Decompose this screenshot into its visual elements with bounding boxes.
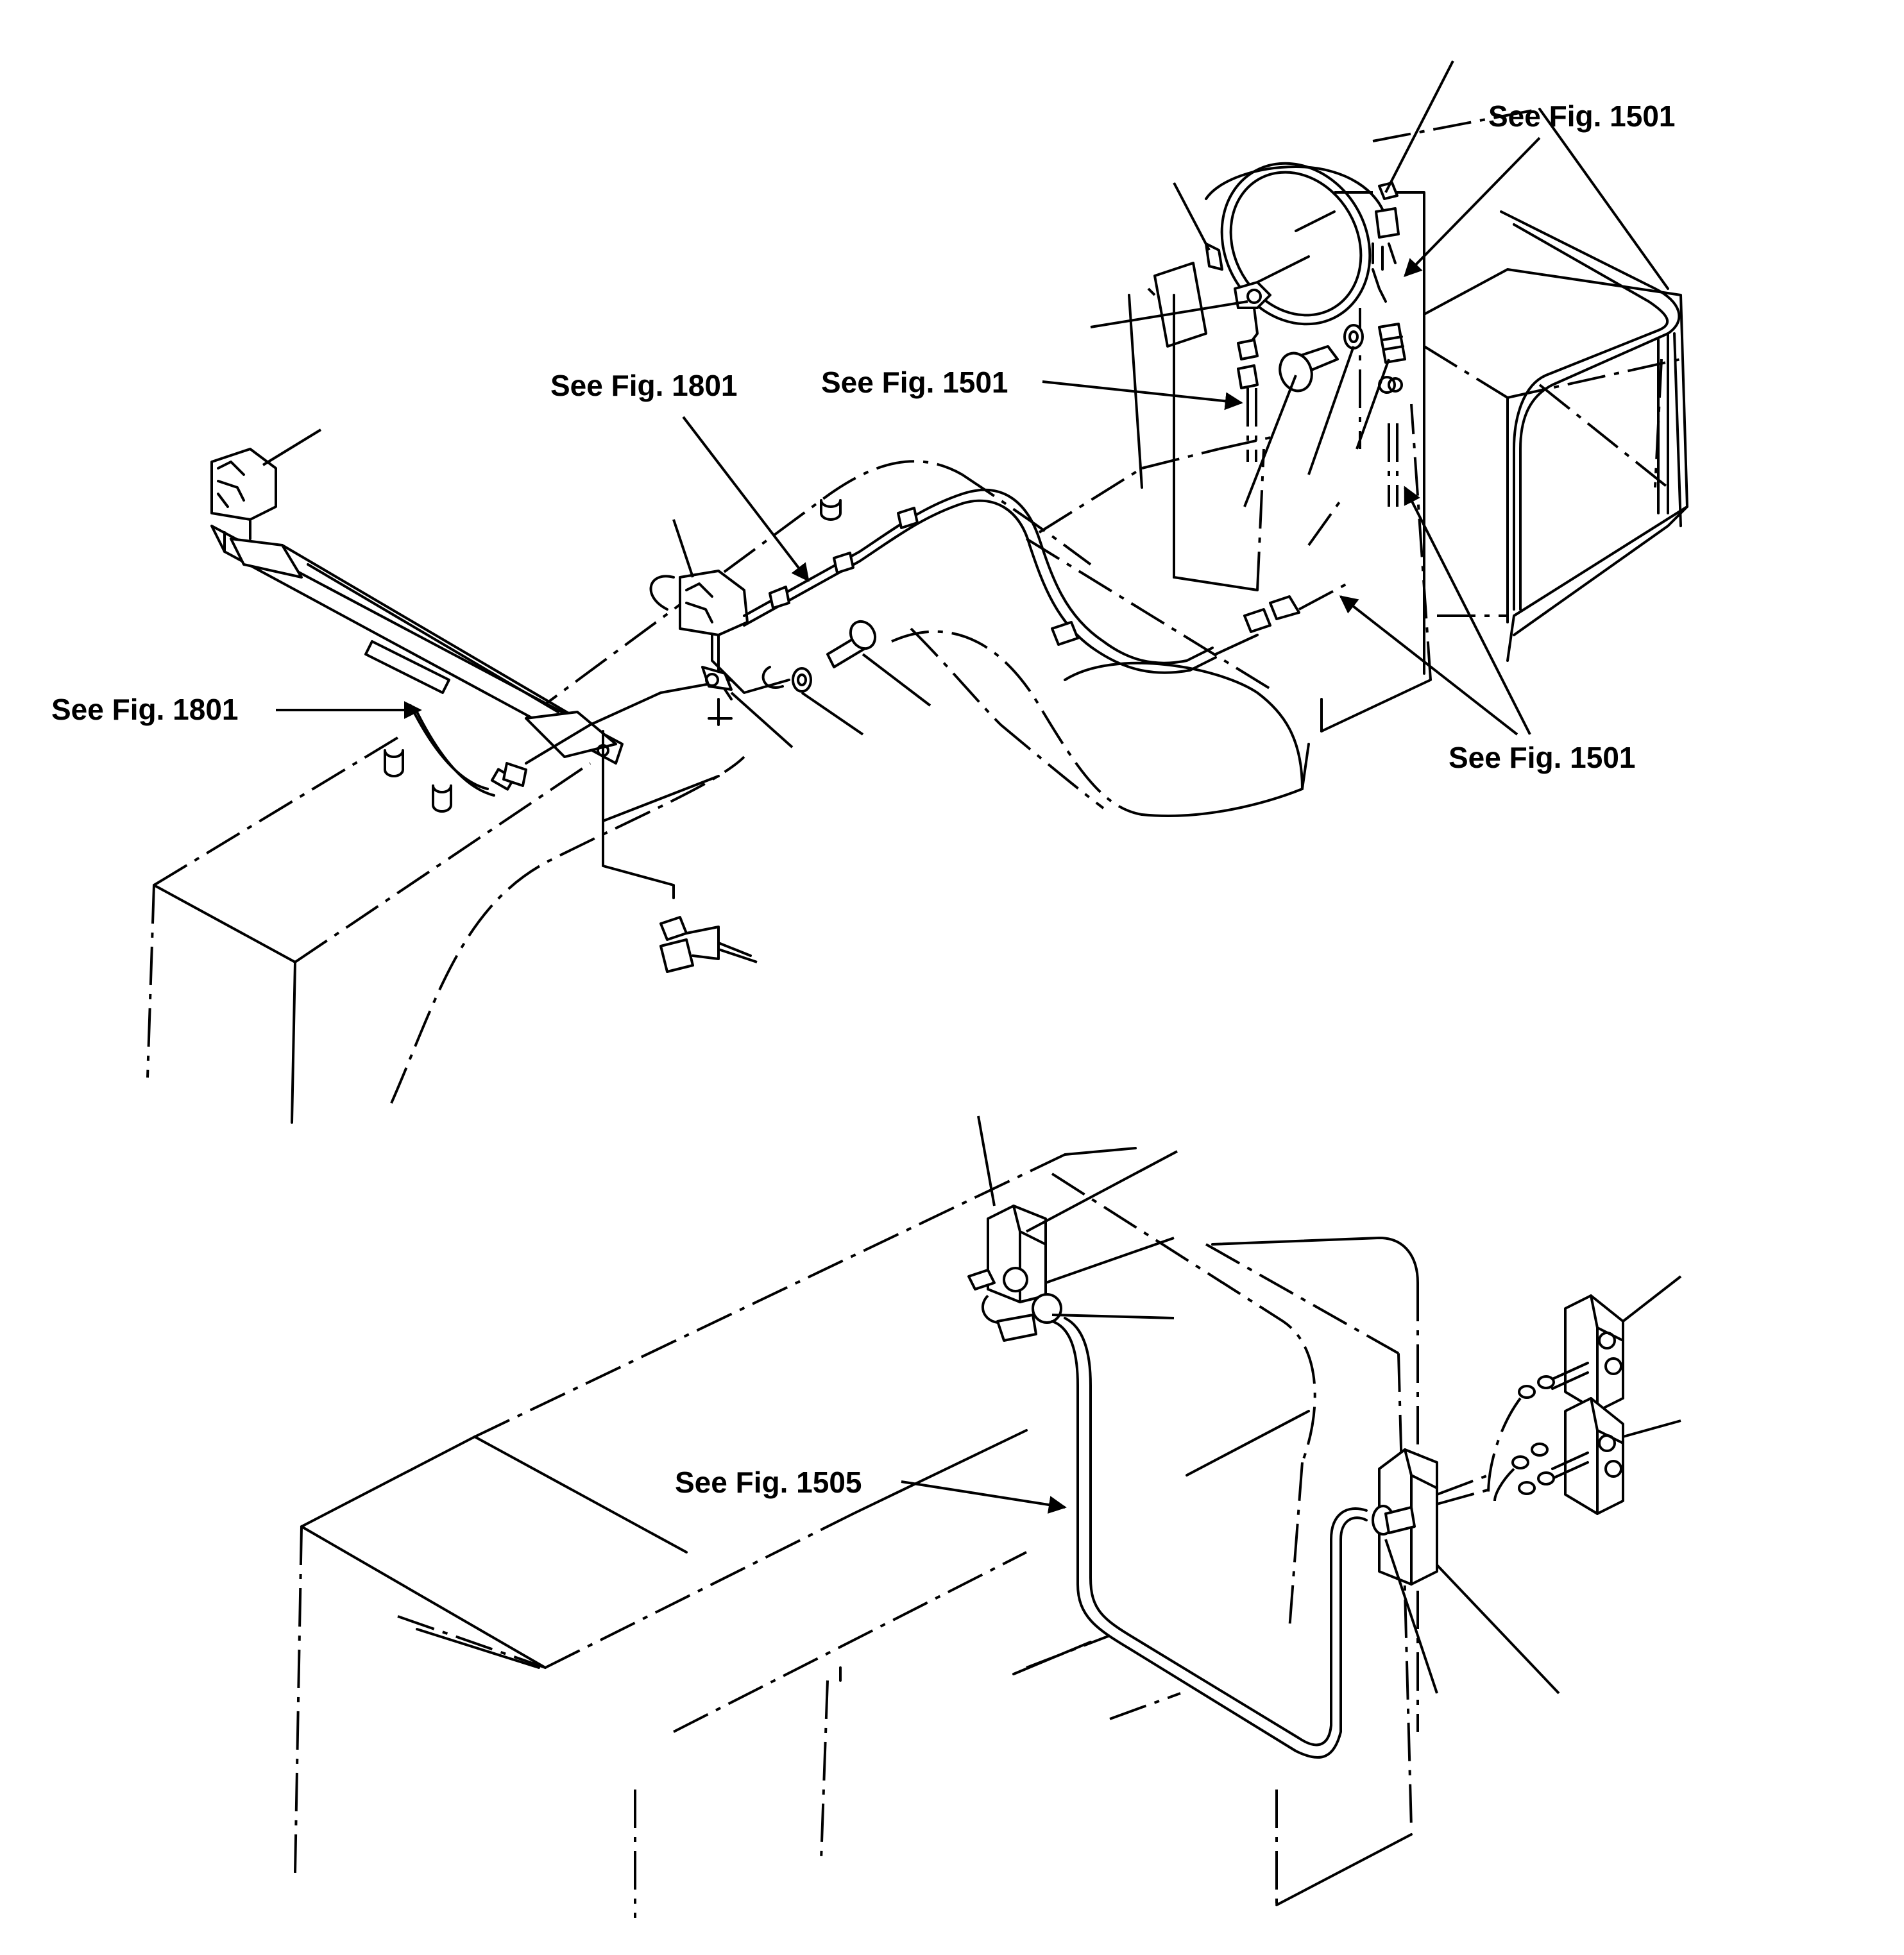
washer — [792, 667, 812, 693]
lower-bracket-upper — [967, 1205, 1368, 1759]
arrow-bottom-right-1501-b — [1404, 486, 1531, 735]
lower-leader-lines — [977, 1115, 1682, 1695]
lower-bracket-right — [1372, 1294, 1624, 1586]
left-work-lamp — [210, 448, 277, 521]
upper-assembly — [146, 60, 1688, 1124]
callout-lower-1505: See Fig. 1505 — [675, 1466, 862, 1499]
callout-left-1801: See Fig. 1801 — [51, 693, 239, 726]
console-components — [1205, 182, 1406, 507]
upper-leader-lines — [262, 60, 1454, 963]
arrow-bottom-right-1501-a — [1339, 595, 1518, 736]
left-body-outline — [146, 736, 745, 1124]
callout-top-right-1501: See Fig. 1501 — [1488, 99, 1676, 133]
lower-assembly — [294, 1115, 1682, 1918]
key-switch — [1234, 281, 1271, 309]
arrow-top-right-1501 — [1404, 137, 1541, 278]
arrow-top-1801 — [682, 416, 810, 582]
callout-labels: See Fig. 1501 See Fig. 1501 See Fig. 180… — [51, 99, 1676, 1499]
upper-callout-arrows — [276, 137, 1541, 736]
callout-mid-1501: See Fig. 1501 — [821, 366, 1008, 399]
light-bar — [210, 448, 752, 973]
callout-bottom-right-1501: See Fig. 1501 — [1449, 741, 1636, 774]
right-console-outline — [1128, 108, 1688, 732]
center-harness — [649, 488, 1348, 726]
lower-body-outline — [294, 1147, 1419, 1918]
horn-relay — [1378, 323, 1406, 364]
callout-top-1801: See Fig. 1801 — [550, 369, 738, 402]
center-hood-outline — [525, 448, 1310, 817]
arrow-lower-1505 — [901, 1480, 1067, 1514]
arrow-mid-1501 — [1042, 380, 1243, 410]
